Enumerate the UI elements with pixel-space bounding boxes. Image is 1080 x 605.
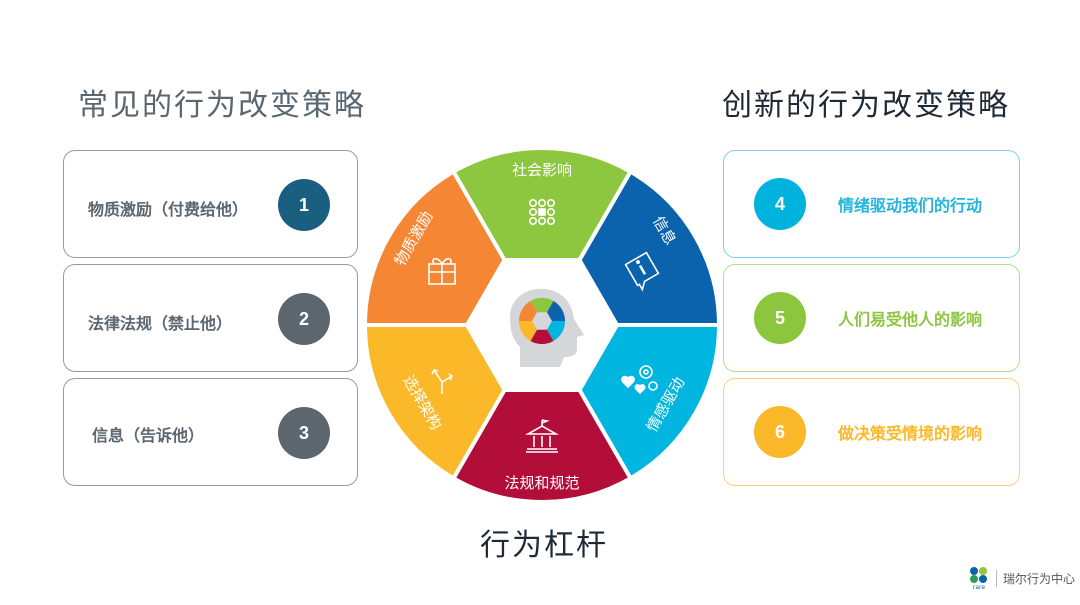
- strategy-label: 情绪驱动我们的行动: [838, 196, 983, 215]
- segment-label: 社会影响: [512, 161, 572, 179]
- number-badge: 3: [278, 407, 330, 459]
- right-title: 创新的行为改变策略: [722, 88, 1010, 123]
- segment-emotion-driven: [577, 323, 722, 482]
- strategy-card-5: 5 人们易受他人的影响: [723, 264, 1020, 372]
- number-badge: 1: [278, 179, 330, 231]
- segment-label: 法规和规范: [504, 474, 579, 492]
- number-badge: 6: [754, 406, 806, 458]
- number-badge: 5: [754, 292, 806, 344]
- strategy-card-2: 法律法规（禁止他） 2: [63, 264, 358, 372]
- rare-logo: rare 瑞尔行为中心: [968, 566, 1075, 590]
- wheel-caption: 行为杠杆: [480, 528, 608, 563]
- strategy-label: 物质激励（付费给他）: [88, 200, 249, 219]
- gift-icon: [428, 257, 456, 285]
- segment-choice-architecture: [362, 323, 507, 482]
- strategy-card-1: 物质激励（付费给他） 1: [63, 150, 358, 258]
- courthouse-icon: [524, 419, 560, 453]
- behavior-lever-wheel: 社会影响 信息 情感驱动 法规和规范 选择架构 物质激励: [362, 146, 722, 504]
- strategy-card-3: 信息（告诉他） 3: [63, 378, 358, 486]
- segment-information: [577, 168, 722, 327]
- left-title: 常见的行为改变策略: [78, 88, 366, 123]
- strategy-label: 法律法规（禁止他）: [88, 314, 233, 333]
- strategy-card-4: 4 情绪驱动我们的行动: [723, 150, 1020, 258]
- segment-social-influence: [450, 146, 634, 263]
- info-icon: [624, 251, 660, 292]
- social-grid-icon: [529, 199, 556, 226]
- hearts-gears-icon: [621, 365, 658, 395]
- logo-text: 瑞尔行为中心: [996, 569, 1075, 587]
- fork-arrows-icon: [431, 369, 454, 394]
- segment-material-incentive: [362, 168, 507, 327]
- strategy-label: 信息（告诉他）: [92, 426, 205, 445]
- number-badge: 4: [754, 178, 806, 230]
- strategy-label: 人们易受他人的影响: [838, 310, 983, 329]
- rare-logo-icon: rare: [970, 567, 987, 590]
- strategy-card-6: 6 做决策受情境的影响: [723, 378, 1020, 486]
- number-badge: 2: [278, 293, 330, 345]
- head-wheel-icon: [510, 288, 584, 367]
- svg-text:rare: rare: [973, 584, 985, 590]
- strategy-label: 做决策受情境的影响: [838, 424, 983, 443]
